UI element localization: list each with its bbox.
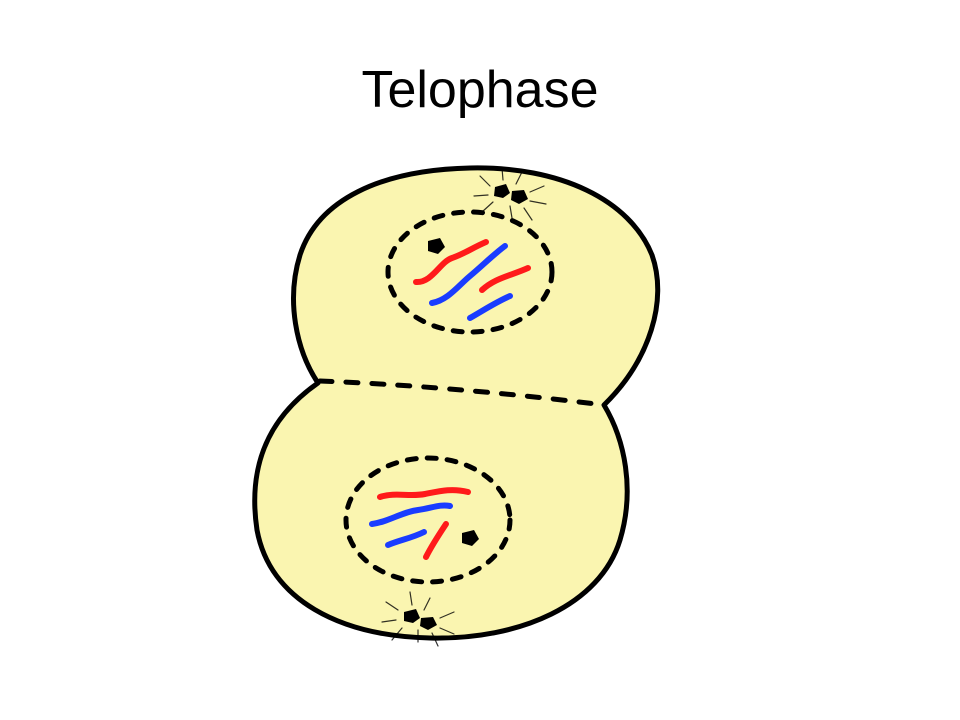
nuclear-envelope-top xyxy=(385,209,555,335)
chromosome-blue-top-1 xyxy=(429,243,508,306)
cleavage-furrow xyxy=(317,378,607,408)
chromosome-red-bottom-1 xyxy=(377,487,471,500)
centrosome-icon xyxy=(381,591,455,647)
cell-membrane xyxy=(252,165,661,641)
chromosome-blue-bottom-1 xyxy=(369,502,453,527)
nucleolus-icon xyxy=(462,530,479,546)
chromosome-blue-bottom-2 xyxy=(385,529,427,548)
centrosome-icon xyxy=(473,167,547,221)
chromosome-red-bottom-2 xyxy=(423,521,449,560)
nuclear-envelope-bottom xyxy=(343,455,513,585)
nucleolus-icon xyxy=(428,238,445,254)
chromosome-blue-top-2 xyxy=(467,293,513,321)
chromosome-red-top-2 xyxy=(479,265,531,293)
slide-title: Telophase xyxy=(361,61,599,119)
chromosome-red-top-1 xyxy=(413,239,489,285)
